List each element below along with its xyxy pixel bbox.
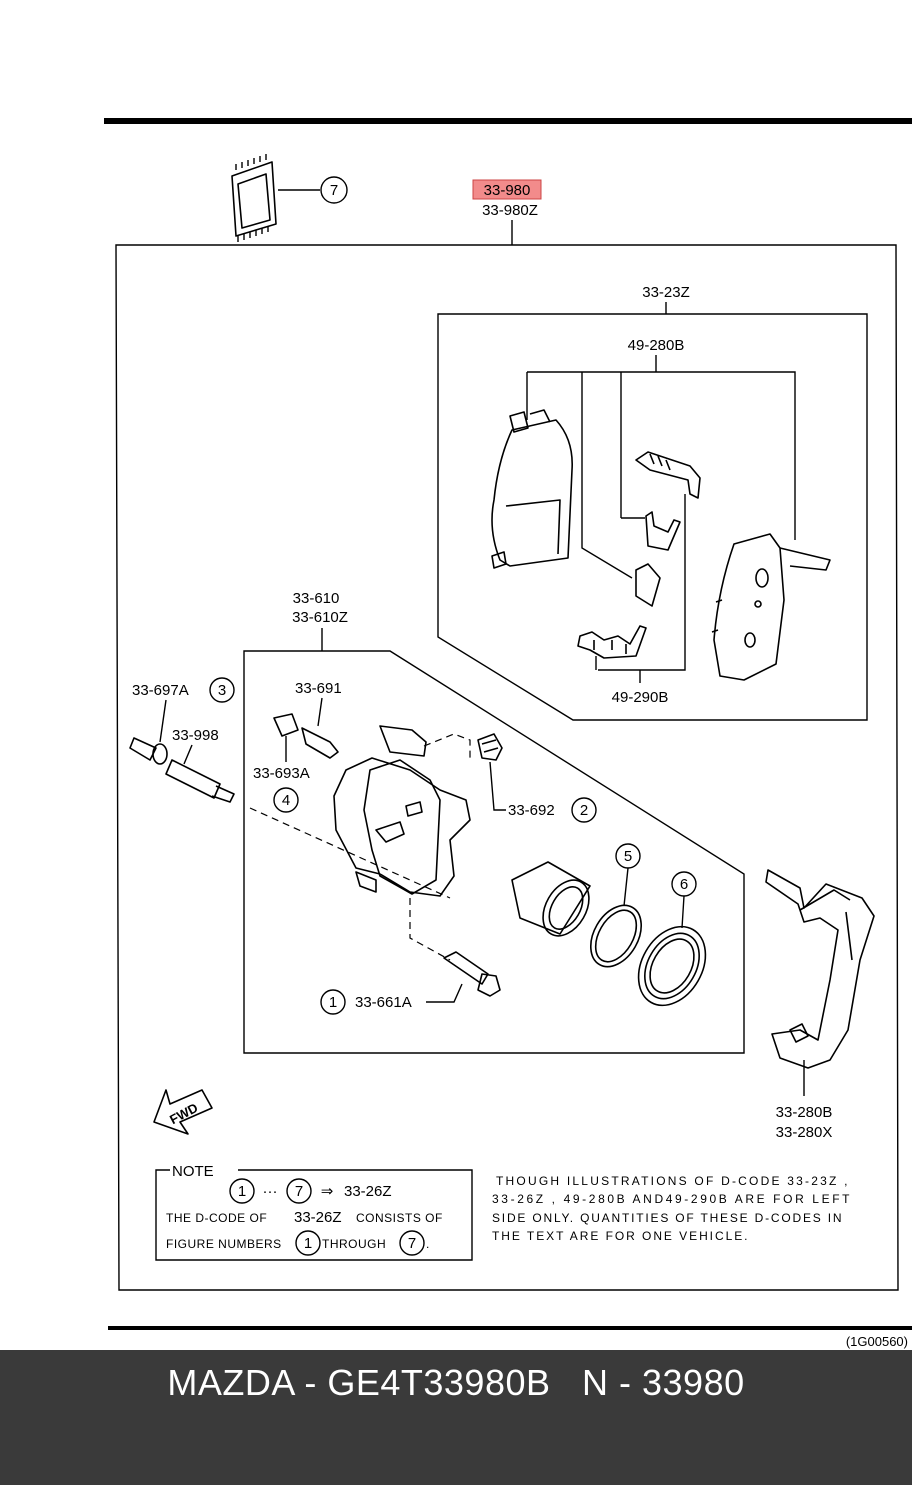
guide-pin-label: 33-998 <box>172 727 219 744</box>
callout-3-number: 3 <box>218 682 226 699</box>
bleeder-cap-icon <box>273 713 299 737</box>
shim-top-label: 49-280B <box>628 337 685 354</box>
callout-4-number: 4 <box>282 792 290 809</box>
footer-bar: MAZDA - GE4T33980B N - 33980 <box>0 1350 912 1485</box>
callout-7-number: 7 <box>330 182 338 199</box>
side-note-line-2: 33-26Z , 49-280B AND49-290B ARE FOR LEFT <box>492 1192 850 1206</box>
bleeder-label: 33-691 <box>295 680 342 697</box>
assembly-frame <box>115 244 899 1291</box>
pad-kit-label: 33-23Z <box>642 284 690 301</box>
caliper-label-2: 33-610Z <box>292 609 348 626</box>
guide-pin-icon <box>165 759 235 803</box>
caliper-body-icon <box>333 725 471 897</box>
bottom-rule <box>108 1326 912 1330</box>
outer-brake-pad-icon <box>711 533 831 681</box>
caliper-bolt-icon <box>443 951 501 997</box>
callout-6-number: 6 <box>680 876 688 893</box>
figure-code: (1G00560) <box>846 1334 908 1349</box>
inner-brake-pad-icon <box>491 409 573 569</box>
piston-boot-icon <box>637 925 707 1007</box>
note-line3-num1: 1 <box>304 1235 312 1252</box>
side-note-line-1: THOUGH ILLUSTRATIONS OF D-CODE 33-23Z , <box>496 1174 848 1188</box>
bracket-label-2: 33-280X <box>776 1124 833 1141</box>
side-note-line-4: THE TEXT ARE FOR ONE VEHICLE. <box>492 1229 748 1243</box>
highlight-box <box>472 179 542 200</box>
pin-boot-icon <box>129 737 168 765</box>
note-title: NOTE <box>172 1163 214 1180</box>
fwd-label: FWD <box>167 1100 200 1127</box>
callout-7 <box>320 176 348 204</box>
piston-icon <box>511 861 591 937</box>
note-line2-a: THE D-CODE OF <box>166 1211 267 1225</box>
pin-boot-label: 33-697A <box>132 682 189 699</box>
callout-5-number: 5 <box>624 848 632 865</box>
parts-diagram: 7 33-980 33-980Z 33-23Z 49-280B 49-290B <box>104 118 912 1349</box>
caliper-frame <box>243 650 745 1054</box>
shim-bottom-label: 49-290B <box>612 689 669 706</box>
caliper-bracket-icon <box>765 869 875 1069</box>
note-line3-b: THROUGH <box>322 1237 386 1251</box>
pad-kit-frame <box>437 313 868 721</box>
note-arrow: ⇒ <box>321 1183 334 1200</box>
top-rule <box>104 118 912 124</box>
part-number-caption: MAZDA - GE4T33980B N - 33980 <box>167 1362 745 1403</box>
assembly-part-number-alt: 33-980Z <box>482 202 538 219</box>
callout-1-number: 1 <box>329 994 337 1011</box>
assembly-part-number[interactable]: 33-980 <box>484 182 531 199</box>
note-to-number: 7 <box>295 1183 303 1200</box>
note-frame <box>155 1169 473 1261</box>
note-code: 33-26Z <box>344 1183 392 1200</box>
note-line3-num2: 7 <box>408 1235 416 1252</box>
caliper-label-1: 33-610 <box>293 590 340 607</box>
note-line2-c: CONSISTS OF <box>356 1211 443 1225</box>
note-line3-a: FIGURE NUMBERS <box>166 1237 282 1251</box>
bleeder-cap-label: 33-693A <box>253 765 310 782</box>
lower-shim-icon <box>577 563 661 659</box>
callout-2-number: 2 <box>580 802 588 819</box>
bleeder-screw-icon <box>301 727 339 759</box>
note-line3-end: . <box>426 1237 430 1251</box>
side-note-line-3: SIDE ONLY. QUANTITIES OF THESE D-CODES I… <box>492 1211 842 1225</box>
forward-arrow-icon: FWD <box>153 1089 213 1135</box>
note-dots: ··· <box>263 1183 278 1200</box>
part-7-shim-icon <box>231 154 277 242</box>
bolt-label: 33-661A <box>355 994 412 1011</box>
dust-boot-label: 33-692 <box>508 802 555 819</box>
bracket-label-1: 33-280B <box>776 1104 833 1121</box>
note-from-number: 1 <box>238 1183 246 1200</box>
upper-shim-icon <box>635 451 701 551</box>
dust-boot-icon <box>477 733 503 761</box>
note-line2-b: 33-26Z <box>294 1209 342 1226</box>
piston-seal-icon <box>589 904 643 968</box>
